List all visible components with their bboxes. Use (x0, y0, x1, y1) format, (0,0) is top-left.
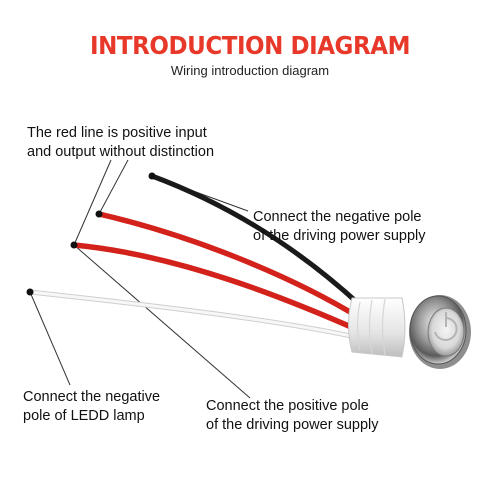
black-wire-end-dot (148, 172, 156, 180)
leader-red-line-upper (98, 159, 129, 215)
push-button-switch (409, 295, 471, 369)
label-red-line-line2: and output without distinction (27, 144, 215, 160)
label-led-negative: Connect the negative pole of LEDD lamp (23, 388, 160, 426)
label-negative-drive: Connect the negative pole of the driving… (253, 208, 426, 246)
label-led-negative-line2: pole of LEDD lamp (23, 408, 145, 424)
red-wire-lower (71, 242, 361, 333)
label-red-line-line1: The red line is positive input (27, 125, 207, 141)
diagram-title: INTRODUCTION DIAGRAM (90, 31, 410, 60)
diagram-subtitle: Wiring introduction diagram (170, 63, 330, 78)
white-wire-end-dot (26, 288, 34, 296)
wires (27, 173, 363, 341)
label-negative-drive-line1: Connect the negative pole (253, 209, 422, 225)
label-positive-drive-line2: of the driving power supply (206, 417, 379, 433)
button-lens (427, 307, 465, 357)
leader-led-negative (29, 291, 71, 386)
red-wire-upper-end-dot (95, 210, 103, 218)
leader-red-line-lower (73, 159, 112, 246)
leader-positive-drive (73, 244, 251, 399)
label-negative-drive-line2: of the driving power supply (253, 228, 426, 244)
red-wire-upper (96, 211, 363, 321)
label-positive-drive-line1: Connect the positive pole (206, 398, 369, 414)
black-wire (149, 173, 363, 308)
label-led-negative-line1: Connect the negative (23, 389, 161, 405)
label-red-line: The red line is positive input and outpu… (27, 124, 214, 162)
label-positive-drive: Connect the positive pole of the driving… (206, 397, 379, 435)
wire-end-dots (26, 172, 156, 296)
connector-sleeve (348, 297, 406, 358)
leader-lines (29, 159, 251, 399)
red-wire-lower-end-dot (70, 241, 78, 249)
